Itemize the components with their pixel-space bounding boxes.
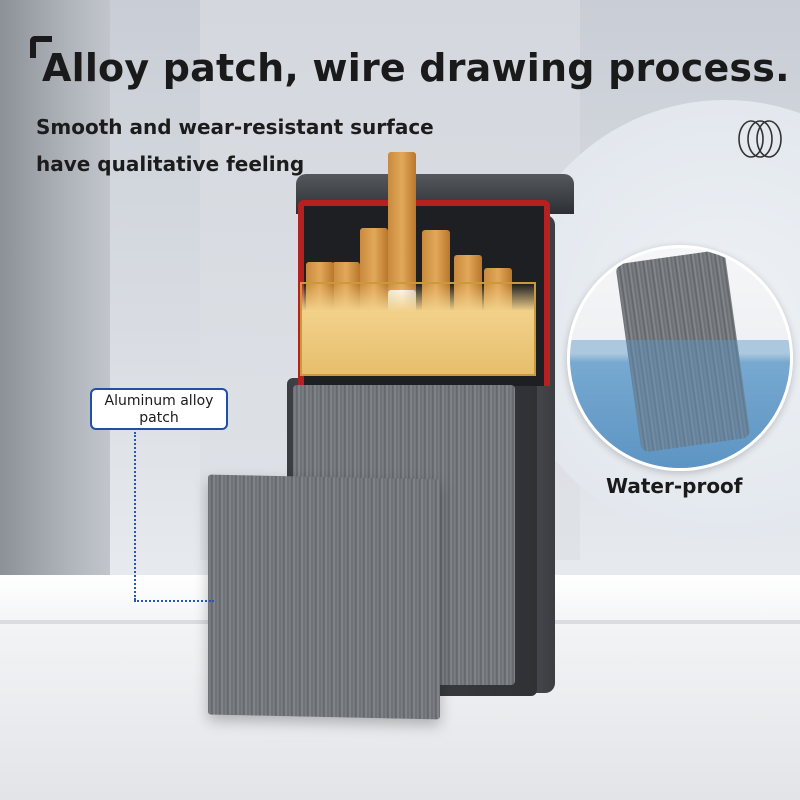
water-surface [570,340,790,468]
concrete-wall [0,0,110,640]
aluminum-alloy-patch [208,474,440,720]
cigarette-pack [300,282,536,376]
headline: Alloy patch, wire drawing process. [42,46,790,90]
subtitle-line-2: have qualitative feeling [36,152,305,176]
aluminum-alloy-callout: Aluminum alloy patch [90,388,228,430]
callout-line-1: Aluminum alloy [104,393,214,409]
corner-bracket-icon [30,36,52,58]
callout-leader-horizontal [134,600,214,602]
waterproof-inset [567,245,793,471]
callout-line-2: patch [139,410,179,426]
subtitle-line-1: Smooth and wear-resistant surface [36,115,434,139]
triple-ring-icon [738,120,782,158]
callout-leader-vertical [134,432,136,600]
waterproof-label: Water-proof [606,474,743,498]
